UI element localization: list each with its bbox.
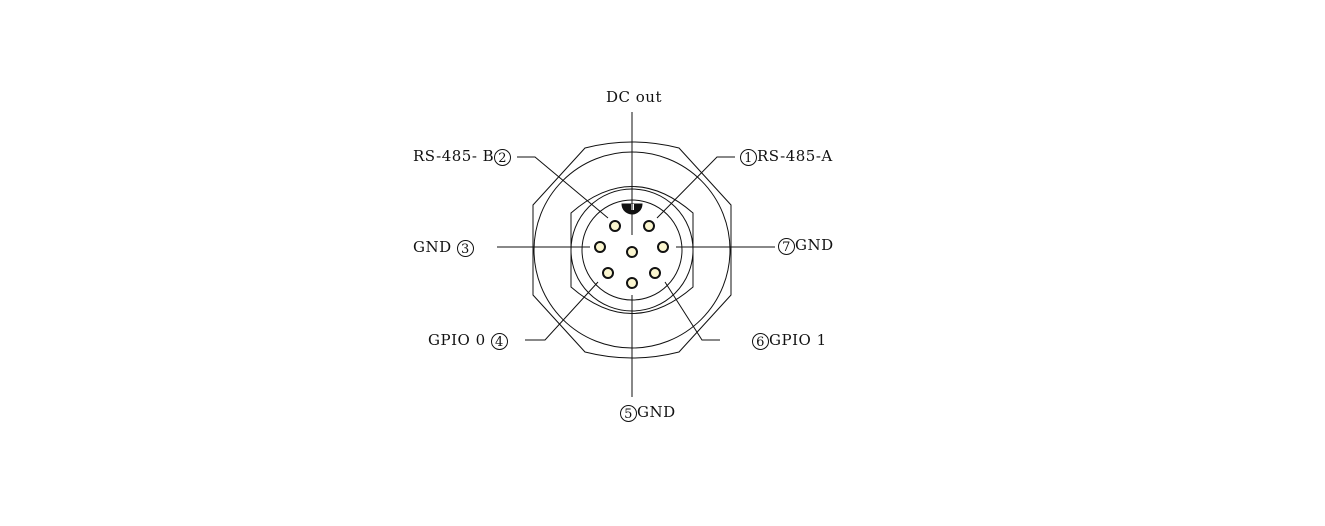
pin-4-number: 4 [490,332,508,350]
pin-4-label: GPIO 0 4 [428,331,508,350]
pin-7-number: 7 [778,237,795,255]
pin-1 [643,220,655,232]
pin-5-number: 5 [620,404,637,422]
pin-2-name: RS-485- B [413,147,495,165]
pin-6-number: 6 [752,332,769,350]
pin-center [626,246,638,258]
pin-5 [626,277,638,289]
pin-3 [594,241,606,253]
leader-lines [497,112,775,397]
pin-5-name: GND [637,403,676,421]
pin-2 [609,220,621,232]
pin-2-number: 2 [494,148,512,166]
pin-3-number: 3 [456,239,474,257]
pin-1-name: RS-485-A [757,147,833,165]
dc-out-label: DC out [606,88,662,106]
pin-7 [657,241,669,253]
connector-housing-outline [532,141,732,359]
pin-7-name: GND [795,236,834,254]
pin-4-name: GPIO 0 [428,331,486,349]
pin-6 [649,267,661,279]
pin-4 [602,267,614,279]
pin-3-name: GND [413,238,452,256]
pin-1-number: 1 [740,148,757,166]
pin-6-name: GPIO 1 [769,331,827,349]
pin-3-label: GND 3 [413,238,474,257]
connector-nut [570,186,694,314]
